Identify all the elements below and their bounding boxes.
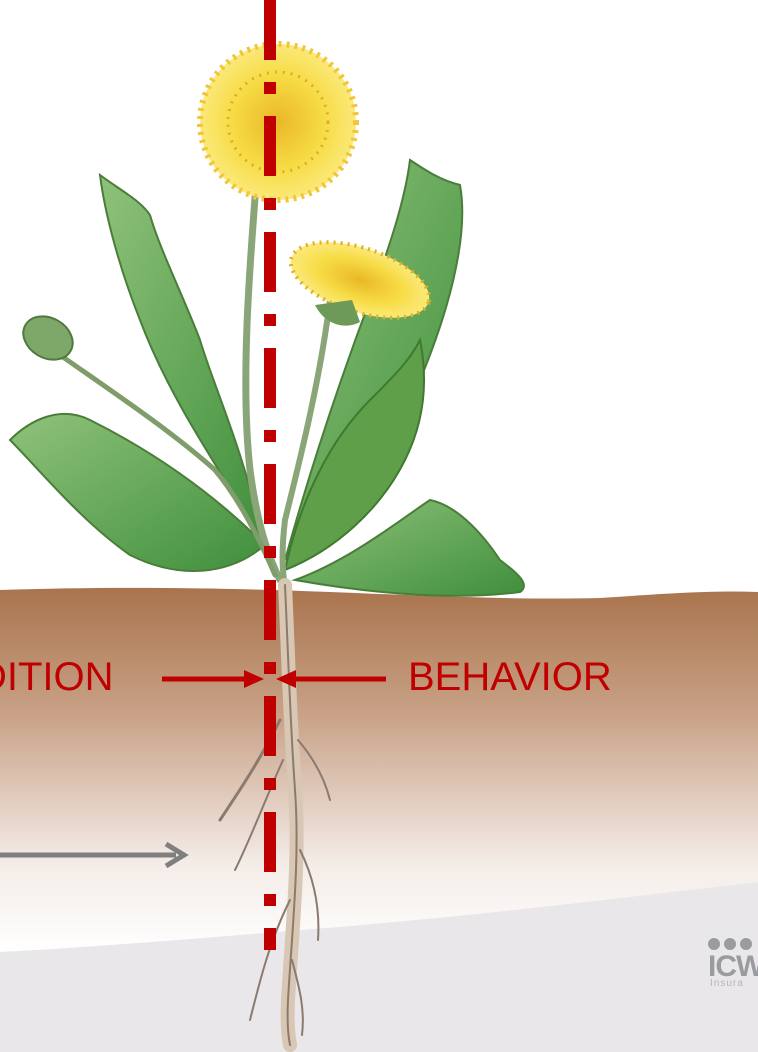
condition-label: DITION	[0, 657, 114, 697]
flower-bud	[15, 308, 80, 369]
logo-subtext: Insura	[710, 978, 744, 989]
logo: ICW Insura	[700, 934, 758, 990]
behavior-label: BEHAVIOR	[408, 657, 612, 697]
dandelion-bud-icon	[15, 308, 80, 369]
main-flower	[200, 44, 356, 200]
